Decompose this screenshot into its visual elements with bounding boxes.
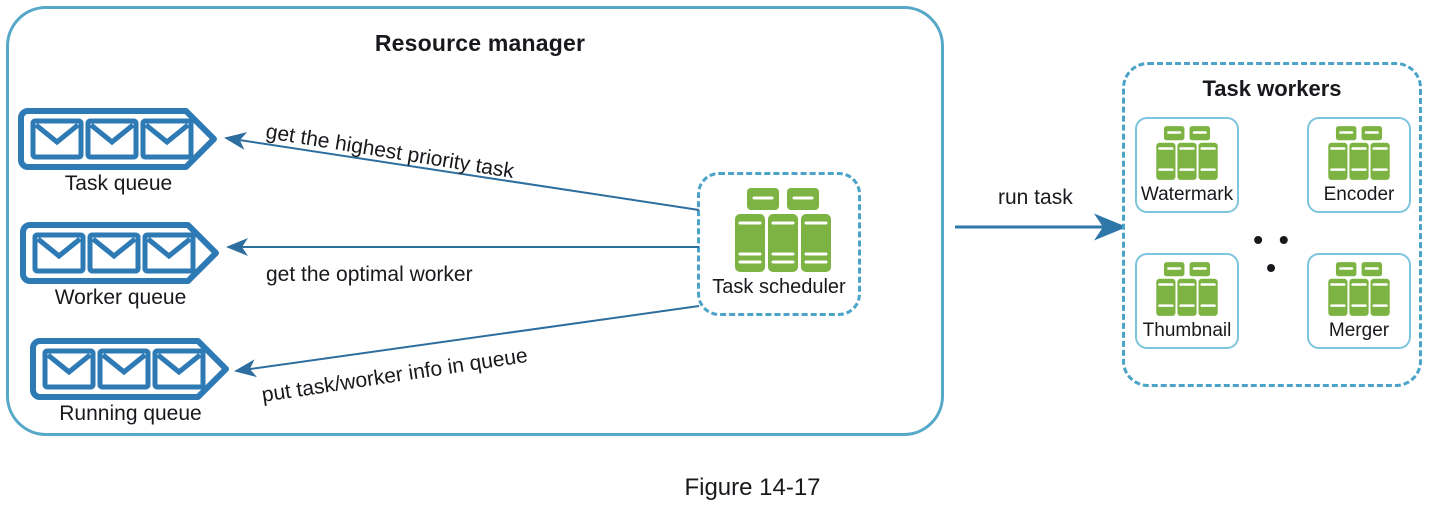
worker-card-encoder[interactable]: Encoder <box>1307 117 1411 213</box>
arrow-label-get-optimal-worker: get the optimal worker <box>266 263 473 286</box>
task-queue[interactable]: Task queue <box>18 108 223 195</box>
task-workers-title: Task workers <box>1202 76 1342 101</box>
server-rack-icon <box>1155 126 1219 185</box>
resource-manager-title: Resource manager <box>374 30 586 56</box>
running-queue-label: Running queue <box>59 402 202 425</box>
server-rack-icon <box>733 188 833 277</box>
worker-label: Thumbnail <box>1142 320 1232 341</box>
queue-shape <box>18 108 217 170</box>
queue-shape <box>30 338 229 400</box>
worker-card-merger[interactable]: Merger <box>1307 253 1411 349</box>
queue-shape <box>20 222 219 284</box>
task-queue-label: Task queue <box>64 172 173 195</box>
worker-queue[interactable]: Worker queue <box>20 222 225 309</box>
task-scheduler-label: Task scheduler <box>712 276 846 298</box>
server-rack-icon <box>1327 262 1391 321</box>
worker-queue-label: Worker queue <box>54 286 187 309</box>
worker-card-watermark[interactable]: Watermark <box>1135 117 1239 213</box>
worker-label: Merger <box>1328 320 1390 341</box>
running-queue[interactable]: Running queue <box>30 338 235 425</box>
arrow-label-run-task: run task <box>998 186 1073 209</box>
worker-label: Watermark <box>1140 184 1234 205</box>
worker-label: Encoder <box>1323 184 1395 205</box>
server-rack-icon <box>1155 262 1219 321</box>
worker-card-thumbnail[interactable]: Thumbnail <box>1135 253 1239 349</box>
task-workers-ellipsis: • • • <box>1253 224 1293 283</box>
figure-caption: Figure 14-17 <box>684 474 821 501</box>
server-rack-icon <box>1327 126 1391 185</box>
